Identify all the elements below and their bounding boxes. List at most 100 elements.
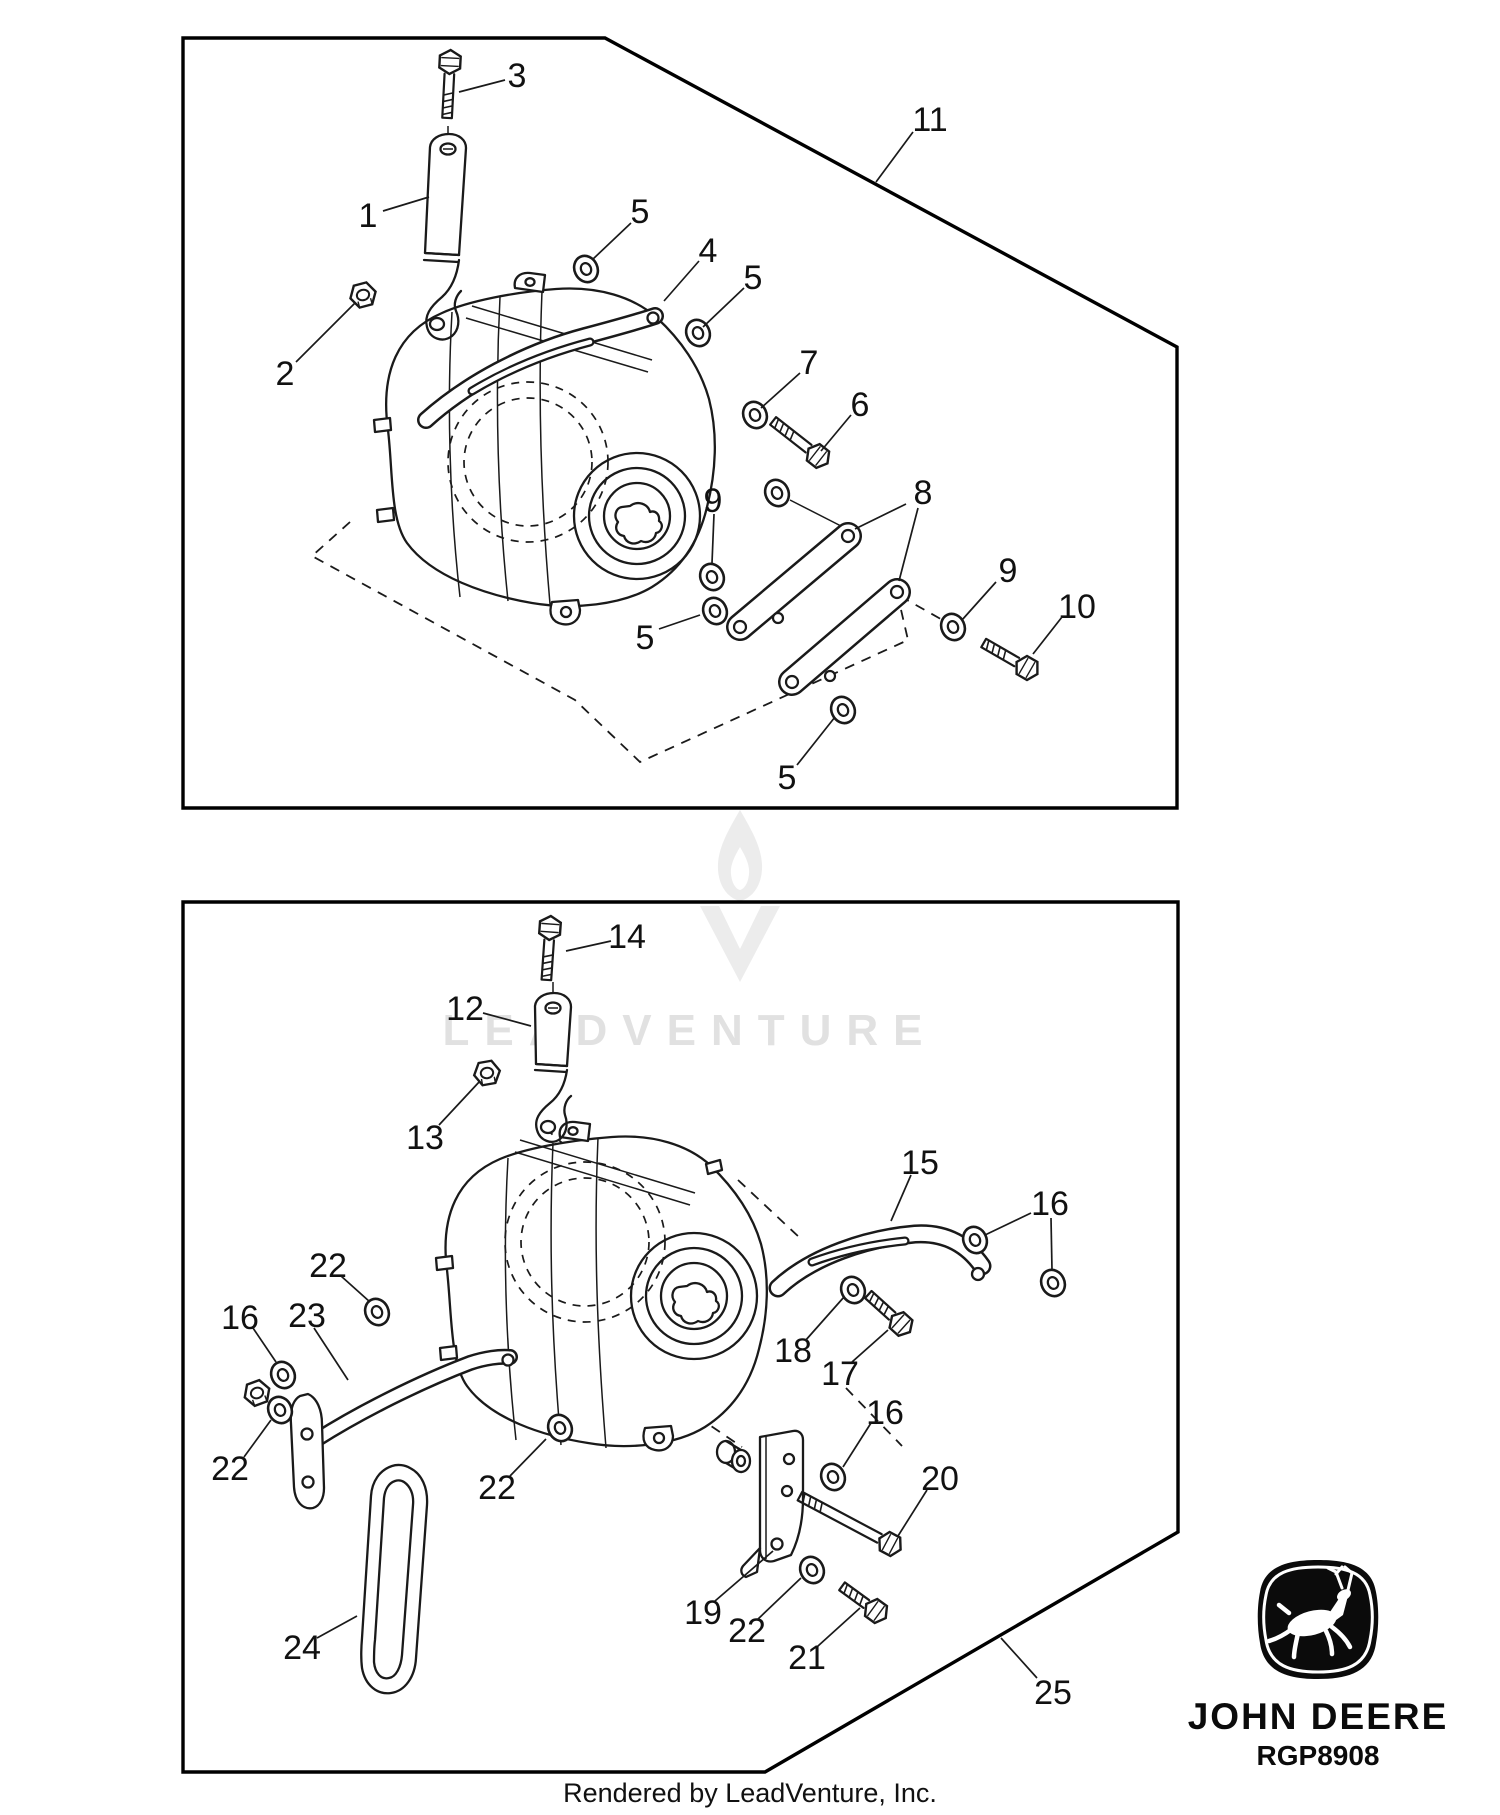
callout-17: 17: [821, 1329, 889, 1393]
callout-label: 3: [508, 57, 527, 95]
alternator-lower: [434, 1120, 768, 1452]
callout-19: 19: [684, 1550, 774, 1632]
callout-label: 20: [921, 1460, 959, 1498]
link-strap: [778, 578, 911, 696]
callout-label: 22: [309, 1247, 347, 1285]
footer-credit: Rendered by LeadVenture, Inc.: [563, 1778, 937, 1808]
callout-8: 8: [854, 474, 933, 582]
spacer-bushing: [715, 1439, 752, 1474]
callout-label: 16: [866, 1394, 904, 1432]
washer-icon: [741, 400, 769, 430]
callout-5: 5: [778, 716, 836, 797]
callout-25: 25: [1000, 1637, 1072, 1712]
john-deere-logo: JOHN DEERE RGP8908: [1188, 1560, 1449, 1771]
callout-22: 22: [728, 1577, 802, 1650]
mounting-bracket-12: [533, 991, 573, 1143]
callout-10: 10: [1032, 588, 1096, 655]
callout-22: 22: [478, 1438, 547, 1507]
callout-label: 16: [1031, 1185, 1069, 1223]
mounting-bracket-1: [422, 132, 468, 341]
callout-label: 25: [1034, 1674, 1072, 1712]
adjusting-arm-4: [417, 307, 664, 429]
callout-label: 5: [744, 259, 763, 297]
callout-label: 5: [636, 619, 655, 657]
washer-icon: [701, 596, 729, 626]
washer-icon: [798, 1555, 826, 1585]
callout-16: 16: [221, 1299, 277, 1363]
callout-label: 24: [283, 1629, 321, 1667]
callout-16: 16: [842, 1394, 904, 1468]
callout-9: 9: [961, 552, 1018, 621]
washer-icon: [819, 1462, 847, 1492]
v-belt-24: [360, 1463, 429, 1695]
callout-16: 16: [984, 1185, 1069, 1271]
callout-20: 20: [897, 1460, 959, 1537]
bolt-icon: [769, 416, 831, 470]
callout-label: 10: [1058, 588, 1096, 626]
washer-icon: [572, 254, 600, 284]
callout-label: 13: [406, 1119, 444, 1157]
callout-5: 5: [702, 259, 763, 328]
bolt-icon: [537, 914, 563, 982]
support-bracket-23: [289, 1348, 518, 1510]
callout-18: 18: [774, 1296, 845, 1370]
washer-icon: [839, 1275, 867, 1305]
upper-panel-border: [181, 36, 1179, 810]
callout-14: 14: [565, 918, 646, 956]
bolt-icon: [438, 48, 462, 120]
washer-icon: [961, 1225, 989, 1255]
callout-label: 1: [359, 197, 378, 235]
nut-icon: [349, 281, 377, 309]
callout-label: 16: [221, 1299, 259, 1337]
washer-icon: [546, 1413, 574, 1443]
washer-icon: [363, 1297, 391, 1327]
callout-1: 1: [359, 196, 430, 235]
bolt-icon: [863, 1289, 914, 1338]
washer-icon: [1039, 1268, 1067, 1298]
callout-label: 9: [704, 482, 723, 520]
callout-label: 2: [276, 355, 295, 393]
bolt-icon: [838, 1581, 889, 1625]
leadventure-flame-icon: [717, 810, 763, 901]
callout-label: 8: [914, 474, 933, 512]
link-strap: [726, 522, 862, 641]
lower-panel-border: [181, 900, 1180, 1774]
nut-icon: [472, 1059, 502, 1087]
john-deere-wordmark: JOHN DEERE: [1188, 1696, 1449, 1737]
callout-label: 7: [800, 344, 819, 382]
washer-icon: [939, 612, 967, 642]
washer-icon: [829, 695, 857, 725]
callout-11: 11: [875, 101, 948, 183]
leadventure-watermark-text: LEADVENTURE: [442, 1006, 937, 1055]
callout-label: 4: [699, 232, 718, 270]
callout-21: 21: [788, 1607, 861, 1677]
leaping-deer-icon: [1266, 1565, 1354, 1660]
pivot-bracket-19: [740, 1429, 805, 1579]
callout-label: 12: [446, 990, 484, 1028]
callout-12: 12: [446, 990, 532, 1028]
washer-icon: [269, 1360, 297, 1390]
callout-label: 6: [851, 386, 870, 424]
callout-5: 5: [636, 614, 701, 657]
callout-23: 23: [288, 1297, 349, 1381]
callout-15: 15: [890, 1144, 939, 1222]
callout-label: 22: [211, 1450, 249, 1488]
nut-icon: [243, 1378, 271, 1408]
callout-5: 5: [591, 193, 649, 261]
callout-13: 13: [406, 1080, 481, 1157]
alternator-upper: [372, 271, 716, 626]
washer-icon: [266, 1395, 294, 1425]
washer-icon: [698, 562, 726, 592]
leadventure-v-icon: [700, 906, 780, 982]
washer-icon: [763, 478, 791, 508]
callout-label: 23: [288, 1297, 326, 1335]
callout-2: 2: [276, 302, 356, 393]
bolt-icon: [796, 1490, 902, 1558]
john-deere-part-code: RGP8908: [1257, 1740, 1380, 1771]
callout-6: 6: [820, 386, 870, 452]
callout-label: 5: [778, 759, 797, 797]
callout-label: 15: [901, 1144, 939, 1182]
callout-label: 9: [999, 552, 1018, 590]
